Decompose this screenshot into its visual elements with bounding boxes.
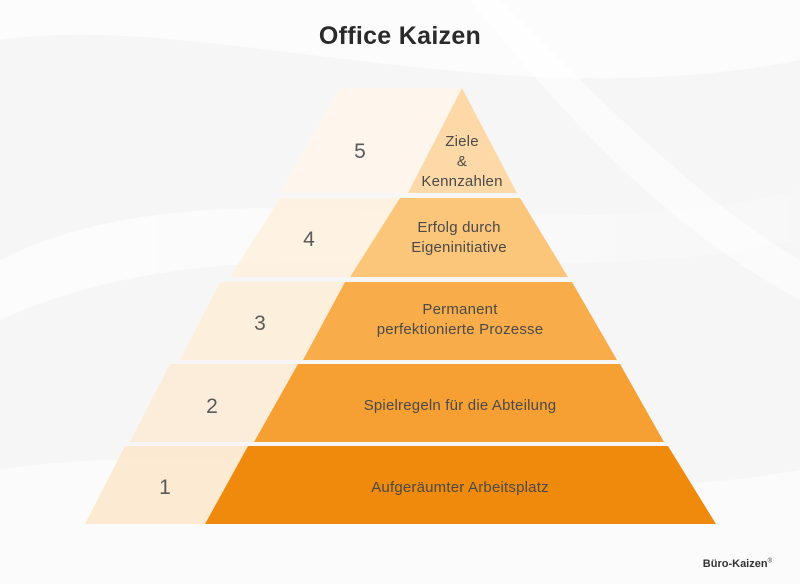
- level-5-block: [408, 88, 517, 193]
- level-3-label: Permanent perfektionierte Prozesse: [376, 301, 544, 338]
- level-1-label: Aufgeräumter Arbeitsplatz: [371, 479, 549, 496]
- level-5-label: Ziele & Kennzahlen: [421, 133, 503, 190]
- level-1-shadow: [85, 446, 248, 524]
- level-2-block: [254, 364, 664, 442]
- level-4-label: Erfolg durch Eigeninitiative: [411, 219, 507, 256]
- level-3-shadow: [180, 282, 345, 360]
- level-4-shadow: [230, 198, 400, 277]
- level-3-block: [303, 282, 617, 360]
- level-5-shadow: [280, 88, 462, 193]
- brand-logo: Büro-Kaizen®: [703, 558, 772, 570]
- level-3-number: 3: [254, 312, 266, 335]
- page-title: Office Kaizen: [318, 22, 482, 50]
- level-2-number: 2: [206, 395, 218, 418]
- level-4-block: [350, 198, 568, 277]
- level-1-number: 1: [159, 476, 171, 499]
- brand-name: Büro-Kaizen: [702, 558, 768, 570]
- level-2-label: Spielregeln für die Abteilung: [363, 397, 557, 414]
- level-5-number: 5: [354, 140, 366, 163]
- registered-mark: ®: [767, 558, 772, 565]
- level-2-shadow: [130, 364, 298, 442]
- level-1-block: [205, 446, 716, 524]
- level-4-number: 4: [303, 228, 315, 251]
